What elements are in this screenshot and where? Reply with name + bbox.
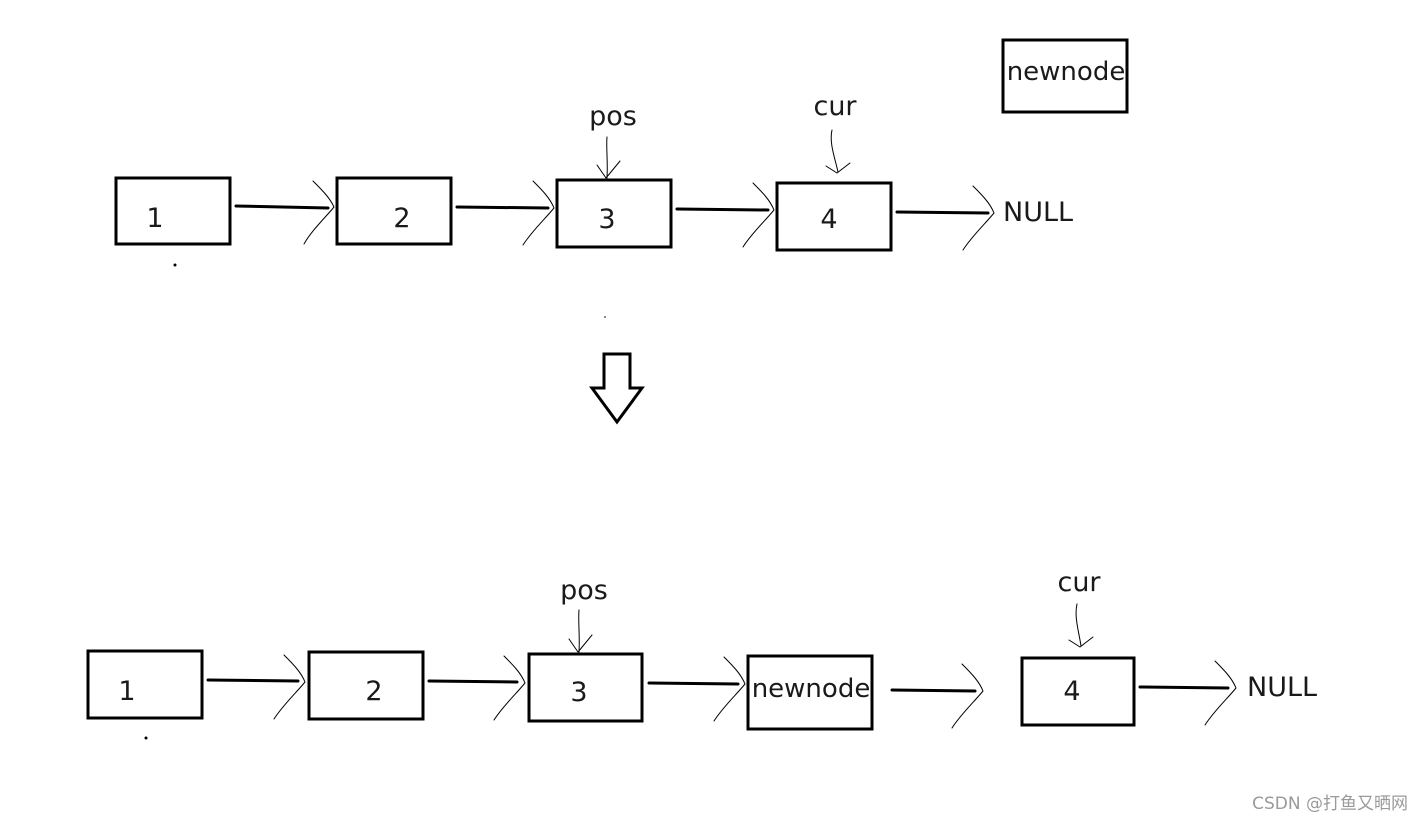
- after-node-2-value: 2: [365, 676, 382, 707]
- after-node-newnode-label: newnode: [752, 674, 871, 704]
- before-null-label: NULL: [1003, 197, 1073, 228]
- transition-down-arrow: [589, 352, 645, 425]
- after-pos-pointer: pos: [560, 575, 608, 653]
- before-newnode: newnode: [1001, 38, 1129, 114]
- after-cur-pointer: cur: [1057, 567, 1101, 648]
- before-link-4-null: [895, 210, 990, 215]
- after-node-4: 4: [1020, 656, 1136, 727]
- before-node-1-value: 1: [146, 203, 163, 234]
- before-stray-mark-2: [604, 316, 606, 318]
- before-cur-label: cur: [813, 91, 857, 122]
- before-link-1-2: [234, 204, 330, 210]
- after-pos-arrowhead: [568, 634, 593, 653]
- after-pos-label: pos: [560, 575, 608, 606]
- before-pos-pointer: pos: [589, 101, 637, 179]
- before-arrowhead-4-null: [962, 185, 995, 251]
- before-link-3-4: [675, 207, 770, 212]
- before-node-2-value: 2: [393, 203, 410, 234]
- after-arrowhead-2-3: [493, 655, 526, 721]
- after-list: pos cur 1 2 3: [86, 567, 1317, 740]
- after-pos-arrow-shaft: [578, 609, 580, 653]
- after-link-2-3: [427, 679, 519, 684]
- after-node-1: 1: [86, 649, 204, 720]
- after-arrowhead-1-2: [273, 654, 306, 720]
- after-link-4-null: [1138, 685, 1230, 690]
- after-link-1-2: [206, 678, 300, 683]
- after-link-3-newnode: [647, 681, 740, 686]
- after-node-2: 2: [307, 650, 425, 721]
- after-node-3-value: 3: [570, 677, 587, 708]
- before-node-3-value: 3: [598, 204, 615, 235]
- before-arrowhead-1-2: [303, 180, 335, 245]
- before-arrowhead-3-4: [742, 182, 775, 248]
- before-cur-pointer: cur: [813, 91, 857, 174]
- before-node-1: 1: [114, 176, 232, 246]
- after-cur-arrow-shaft: [1075, 603, 1082, 647]
- after-arrowhead-newnode-4: [951, 663, 984, 729]
- before-cur-arrowhead: [825, 162, 851, 174]
- before-cur-arrow-shaft: [830, 129, 839, 173]
- after-arrowhead-3-newnode: [713, 656, 746, 722]
- before-pos-arrow-shaft: [606, 136, 608, 179]
- after-link-newnode-4: [890, 688, 977, 693]
- after-node-1-value: 1: [118, 676, 135, 707]
- after-node-newnode: newnode: [746, 654, 874, 731]
- after-node-4-value: 4: [1063, 676, 1080, 707]
- before-node-4-value: 4: [820, 204, 837, 235]
- before-newnode-label: newnode: [1007, 57, 1126, 87]
- after-node-3: 3: [527, 652, 644, 723]
- after-null-label: NULL: [1247, 672, 1317, 703]
- before-node-2: 2: [335, 176, 453, 246]
- after-cur-arrowhead: [1068, 636, 1094, 648]
- after-stray-mark: [144, 736, 148, 740]
- before-node-3: 3: [555, 178, 673, 249]
- after-arrowhead-4-null: [1204, 660, 1237, 726]
- before-pos-label: pos: [589, 101, 637, 132]
- before-node-4: 4: [775, 181, 893, 252]
- before-stray-mark: [173, 263, 177, 267]
- before-pos-arrowhead: [596, 160, 621, 179]
- after-cur-label: cur: [1057, 567, 1101, 598]
- before-link-2-3: [455, 205, 550, 210]
- before-arrowhead-2-3: [522, 180, 555, 246]
- before-list: newnode pos cur 1 2 3: [114, 38, 1129, 318]
- csdn-watermark: CSDN @打鱼又晒网: [1252, 794, 1408, 814]
